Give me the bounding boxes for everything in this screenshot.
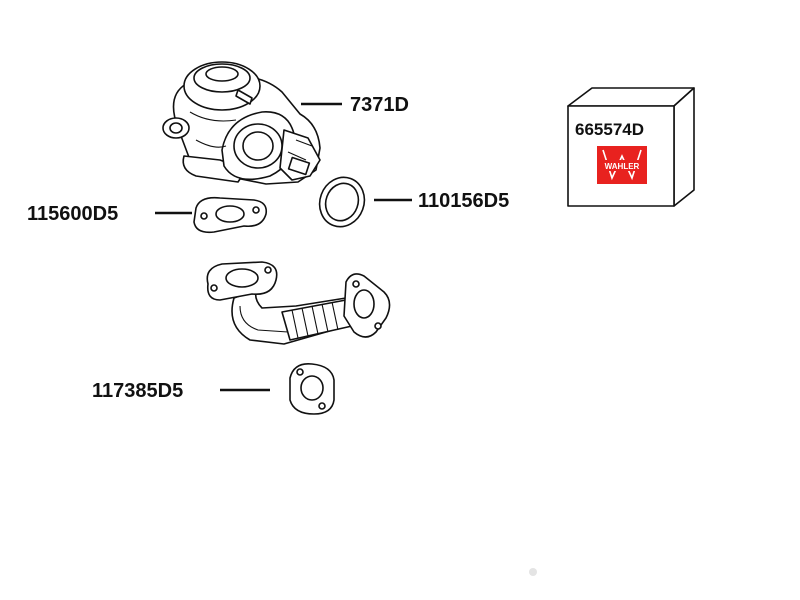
pipe-gasket-drawing: [289, 362, 335, 415]
package-box: [567, 87, 695, 207]
speck: [529, 568, 537, 576]
wahler-logo-text: WAHLER: [605, 162, 640, 171]
part-label-o-ring: 110156D5: [418, 190, 509, 212]
flange-gasket-drawing: [193, 196, 268, 234]
part-label-egr-valve: 7371D: [350, 94, 409, 116]
o-ring-drawing: [318, 176, 366, 228]
part-label-flange-gasket: 115600D5: [27, 203, 118, 225]
egr-valve-drawing: [162, 61, 321, 185]
part-label-pipe-gasket: 117385D5: [92, 380, 183, 402]
wahler-logo: WAHLER: [597, 146, 647, 184]
egr-pipe-drawing: [206, 261, 391, 345]
package-number: 665574D: [575, 120, 644, 139]
